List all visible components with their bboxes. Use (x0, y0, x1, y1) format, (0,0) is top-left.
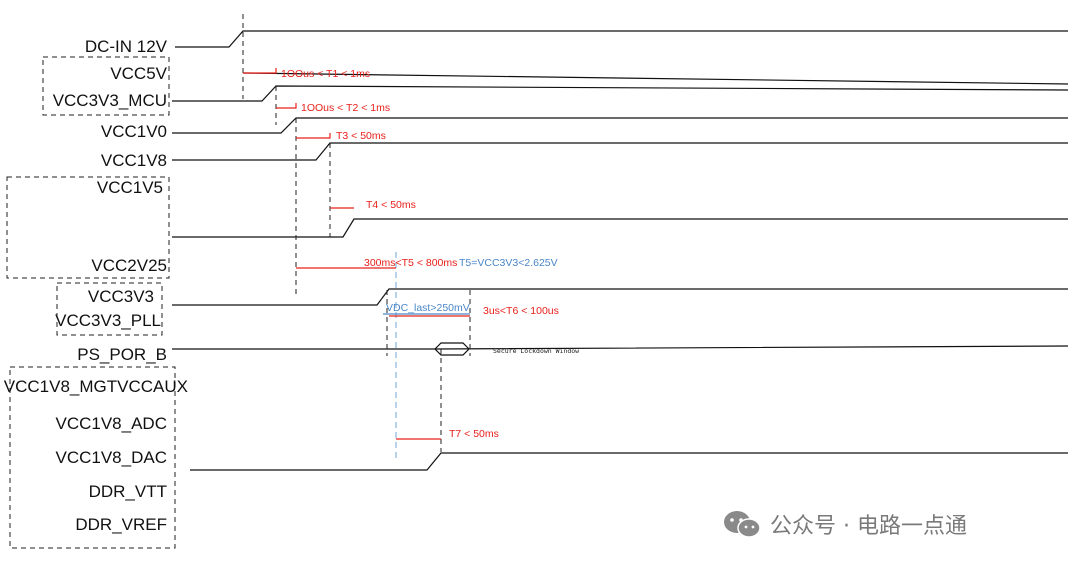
annotation-t5: 300ms<T5 < 800ms (364, 257, 457, 269)
bracket-t3 (296, 133, 331, 139)
waveform-vcc5v (242, 72, 1069, 85)
bracket-t2 (276, 103, 297, 109)
waveform-vcc1v0 (172, 117, 1068, 134)
annotation-vdc-last: VDC_last>250mV (386, 302, 470, 314)
signal-label-vcc1v8-adc: VCC1V8_ADC (56, 414, 168, 433)
waveform-vcc3v3 (172, 288, 1068, 306)
group-box-mcu-rails (42, 56, 170, 116)
waveform-vcc1v8 (172, 142, 1068, 161)
signal-label-vcc1v5: VCC1V5 (97, 178, 163, 197)
waveform-dcin (175, 30, 1068, 48)
group-box-1v8-ddr (9, 366, 176, 549)
signal-label-vcc1v8: VCC1V8 (101, 151, 167, 170)
signal-label-vcc1v0: VCC1V0 (101, 122, 167, 141)
signal-label-ps-por-b: PS_POR_B (77, 345, 167, 364)
annotation-t3: T3 < 50ms (336, 130, 386, 142)
signal-label-vcc3v3: VCC3V3 (88, 287, 154, 306)
signal-label-dcin: DC-IN 12V (85, 37, 168, 56)
signal-label-vcc5v: VCC5V (110, 64, 167, 83)
annotation-secure-window: Secure Lockdown Window (493, 347, 579, 355)
signal-label-vcc1v8-mgtvccaux: VCC1V8_MGTVCCAUX (4, 377, 188, 396)
signal-label-vcc1v8-dac: VCC1V8_DAC (56, 448, 168, 467)
signal-label-ddr-vref: DDR_VREF (75, 515, 167, 534)
group-box-1v5-2v25 (6, 176, 170, 279)
annotation-t6: 3us<T6 < 100us (483, 305, 559, 317)
wechat-icon (724, 511, 761, 538)
waveform-vcc3v3-mcu (172, 85, 1069, 102)
watermark: 公众号 · 电路一点通 (722, 508, 967, 540)
signal-label-vcc3v3-pll: VCC3V3_PLL (55, 311, 161, 330)
signal-label-vcc2v25: VCC2V25 (91, 256, 167, 275)
bracket-t1 (243, 68, 277, 74)
signal-label-vcc3v3-mcu: VCC3V3_MCU (53, 91, 167, 110)
annotation-t2: 1OOus < T2 < 1ms (301, 102, 390, 114)
waveform-vcc1v5-2v25 (172, 218, 1068, 238)
waveform-vcc1v8-dac (190, 452, 1068, 471)
annotation-t7: T7 < 50ms (449, 428, 499, 440)
group-box-3v3-pll (56, 282, 163, 336)
annotation-t5-note: T5=VCC3V3<2.625V (459, 257, 558, 269)
annotation-t1: 1OOus < T1 < 1ms (281, 68, 370, 80)
waveform-ps-por-b (172, 345, 1069, 350)
watermark-text: 公众号 · 电路一点通 (770, 514, 967, 539)
annotation-t4: T4 < 50ms (366, 199, 416, 211)
signal-label-ddr-vtt: DDR_VTT (89, 482, 167, 501)
secure-lockdown-window-marker (434, 342, 470, 356)
